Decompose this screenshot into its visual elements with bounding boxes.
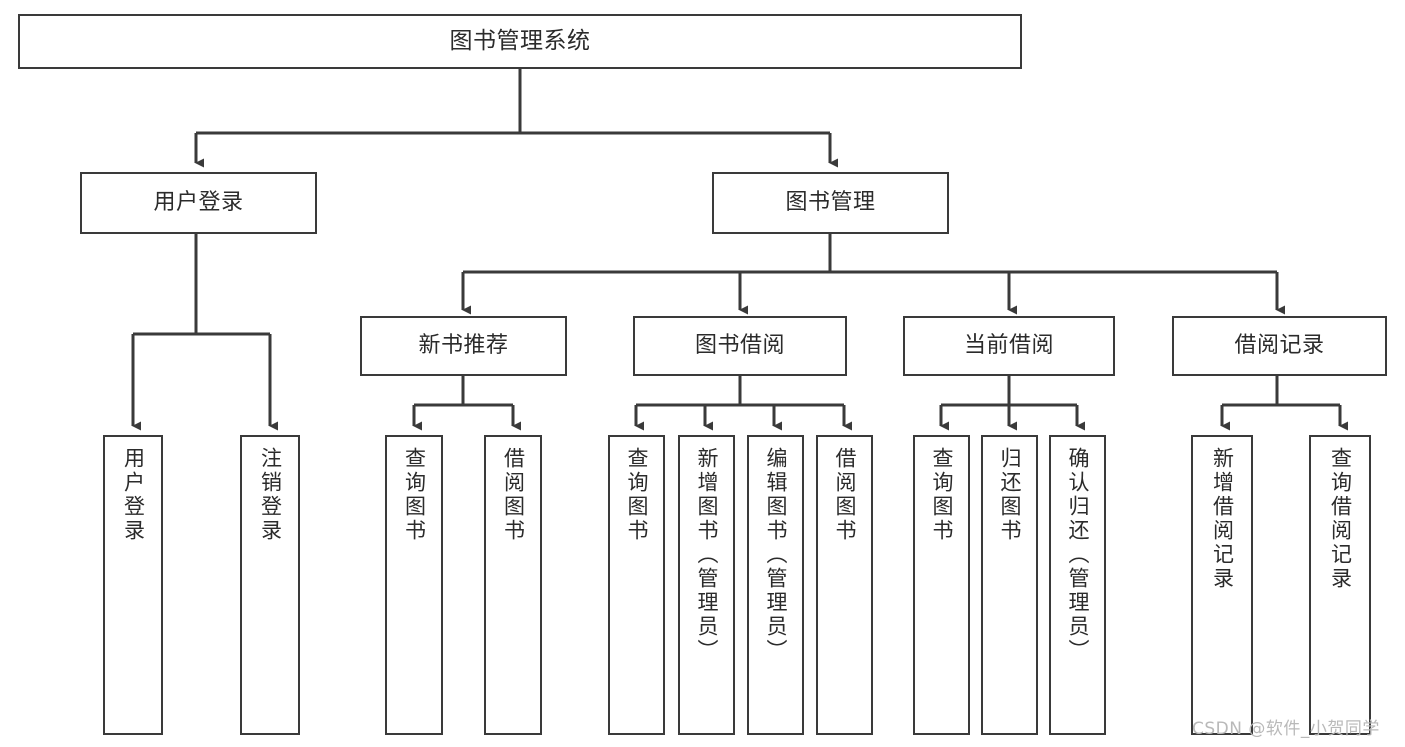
node-leaf-edit-book-admin-label: 编辑图书（管理员） <box>764 447 788 663</box>
node-leaf-add-borrow-record[interactable]: 新增借阅记录 <box>1191 435 1253 735</box>
node-current-borrowing[interactable]: 当前借阅 <box>903 316 1115 376</box>
node-leaf-add-book-admin-label: 新增图书（管理员） <box>695 447 719 663</box>
node-borrow-records-label: 借阅记录 <box>1234 332 1325 358</box>
node-leaf-query-book-borrowing-label: 查询图书 <box>625 447 649 543</box>
node-book-management-label: 图书管理 <box>785 189 876 215</box>
node-user-login-label: 用户登录 <box>153 189 244 215</box>
node-leaf-add-book-admin[interactable]: 新增图书（管理员） <box>678 435 735 735</box>
node-leaf-borrow-book-borrowing-label: 借阅图书 <box>833 447 857 543</box>
node-book-borrowing-label: 图书借阅 <box>694 332 785 358</box>
node-new-book-recommend-label: 新书推荐 <box>418 332 509 358</box>
node-leaf-query-book-current-label: 查询图书 <box>930 447 954 543</box>
node-leaf-borrow-book-recommend[interactable]: 借阅图书 <box>484 435 542 735</box>
node-leaf-query-book-recommend-label: 查询图书 <box>402 447 427 543</box>
node-leaf-query-book-recommend[interactable]: 查询图书 <box>385 435 443 735</box>
node-leaf-edit-book-admin[interactable]: 编辑图书（管理员） <box>747 435 804 735</box>
node-book-management[interactable]: 图书管理 <box>712 172 949 234</box>
node-current-borrowing-label: 当前借阅 <box>963 332 1054 358</box>
node-leaf-borrow-book-recommend-label: 借阅图书 <box>501 447 526 543</box>
node-leaf-user-login-label: 用户登录 <box>121 447 146 543</box>
node-leaf-add-borrow-record-label: 新增借阅记录 <box>1210 447 1235 591</box>
node-new-book-recommend[interactable]: 新书推荐 <box>360 316 567 376</box>
node-leaf-return-book[interactable]: 归还图书 <box>981 435 1038 735</box>
node-leaf-logout-label: 注销登录 <box>258 447 283 543</box>
node-leaf-logout[interactable]: 注销登录 <box>240 435 300 735</box>
node-leaf-borrow-book-borrowing[interactable]: 借阅图书 <box>816 435 873 735</box>
node-user-login[interactable]: 用户登录 <box>80 172 317 234</box>
node-leaf-confirm-return-admin[interactable]: 确认归还（管理员） <box>1049 435 1106 735</box>
node-root-system-label: 图书管理系统 <box>449 28 591 55</box>
node-leaf-query-borrow-record[interactable]: 查询借阅记录 <box>1309 435 1371 735</box>
node-leaf-query-book-current[interactable]: 查询图书 <box>913 435 970 735</box>
node-leaf-return-book-label: 归还图书 <box>998 447 1022 543</box>
node-book-borrowing[interactable]: 图书借阅 <box>633 316 847 376</box>
node-leaf-query-book-borrowing[interactable]: 查询图书 <box>608 435 665 735</box>
node-leaf-user-login[interactable]: 用户登录 <box>103 435 163 735</box>
node-borrow-records[interactable]: 借阅记录 <box>1172 316 1387 376</box>
node-root-system[interactable]: 图书管理系统 <box>18 14 1022 69</box>
node-leaf-confirm-return-admin-label: 确认归还（管理员） <box>1066 447 1090 663</box>
node-leaf-query-borrow-record-label: 查询借阅记录 <box>1328 447 1353 591</box>
